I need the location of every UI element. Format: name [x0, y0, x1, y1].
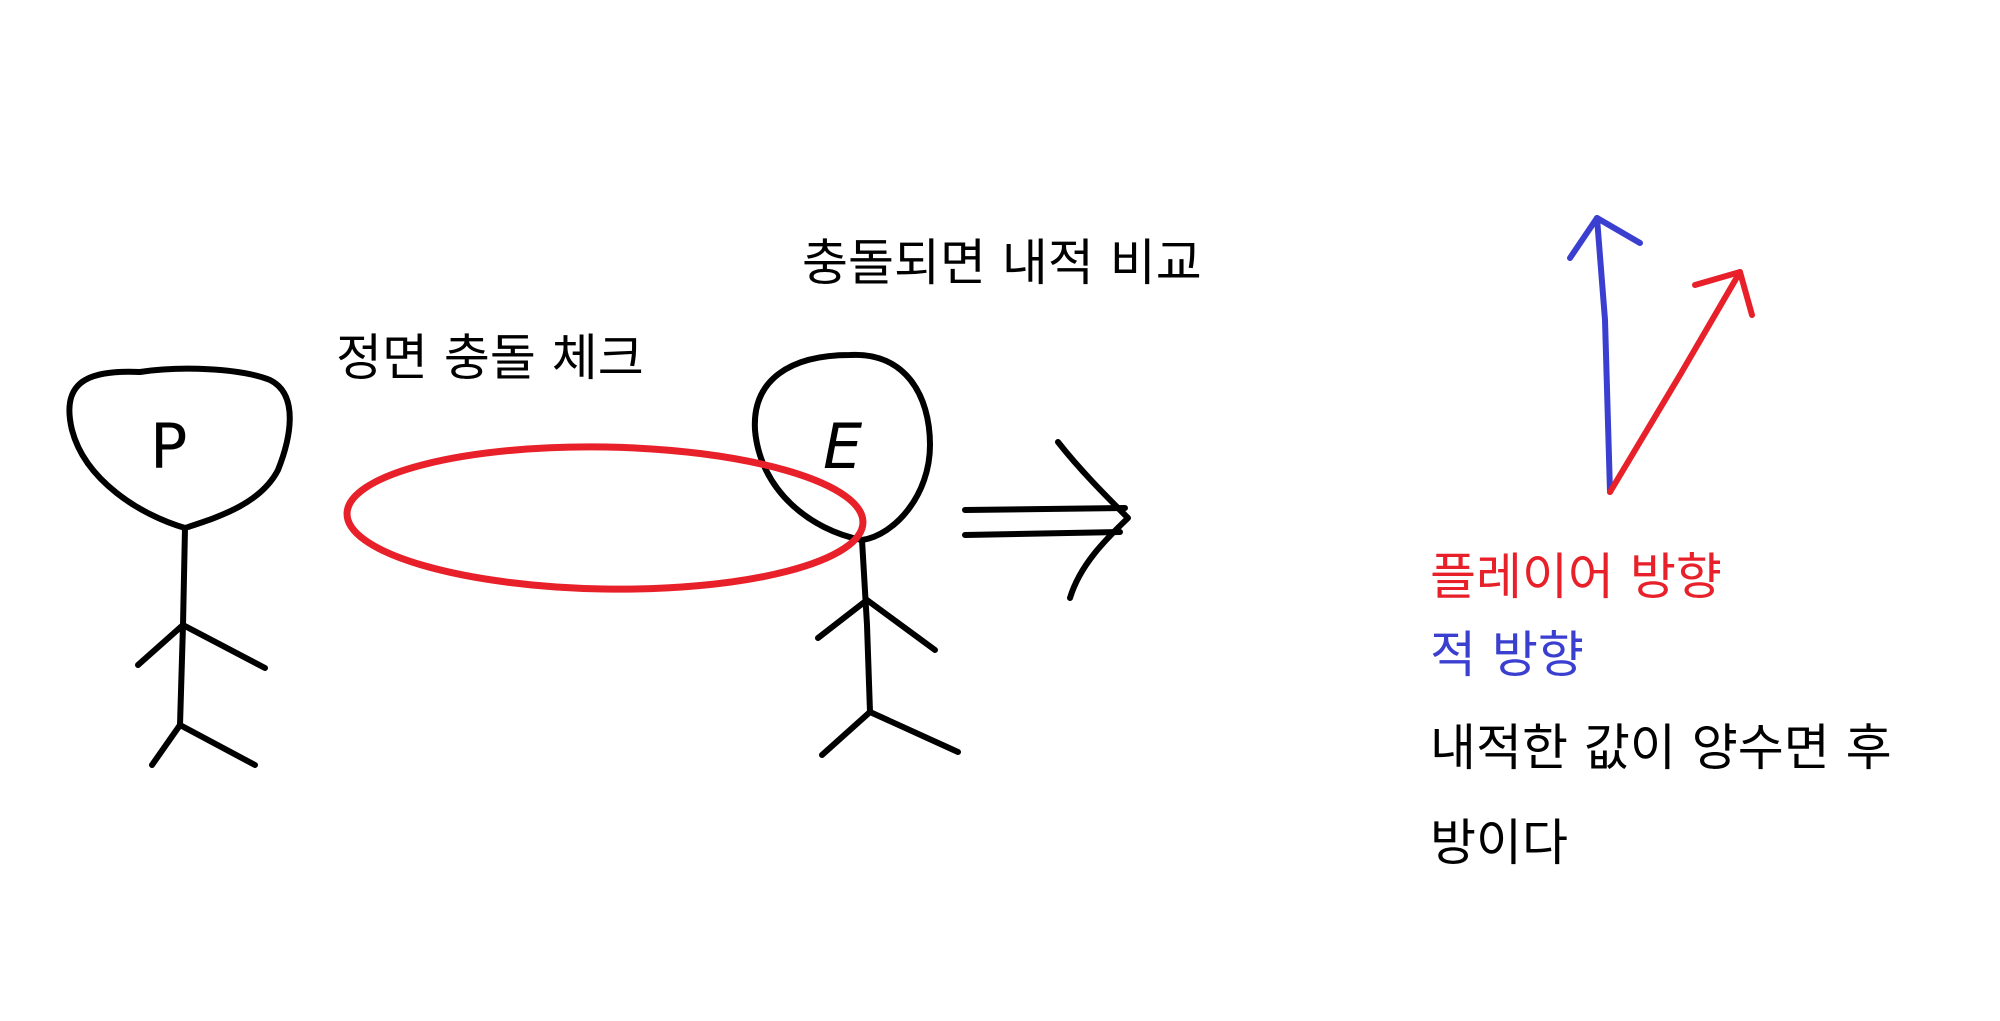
result-text-line2: 방이다: [1430, 814, 1568, 872]
player-head: [66, 365, 293, 531]
implies-arrow: [962, 439, 1131, 601]
collision-ellipse: [343, 443, 867, 593]
enemy-legs: [819, 709, 961, 758]
player-letter: P: [150, 410, 187, 483]
player-figure: [66, 365, 293, 768]
enemy-body: [859, 537, 873, 715]
enemy-direction-label: 적 방향: [1430, 626, 1584, 684]
enemy-figure: [751, 351, 961, 758]
player-direction-label: 플레이어 방향: [1430, 548, 1722, 606]
enemy-arms: [815, 597, 938, 653]
front-collision-label: 정면 충돌 체크: [336, 329, 644, 387]
collision-compare-label: 충돌되면 내적 비교: [802, 234, 1202, 292]
player-direction-vector: [1607, 269, 1755, 495]
player-legs: [149, 722, 258, 768]
enemy-direction-vector: [1567, 215, 1643, 495]
enemy-head: [751, 351, 933, 543]
result-text-line1: 내적한 값이 양수면 후: [1430, 719, 1892, 777]
enemy-letter: E: [823, 410, 863, 483]
player-arms: [135, 622, 268, 671]
